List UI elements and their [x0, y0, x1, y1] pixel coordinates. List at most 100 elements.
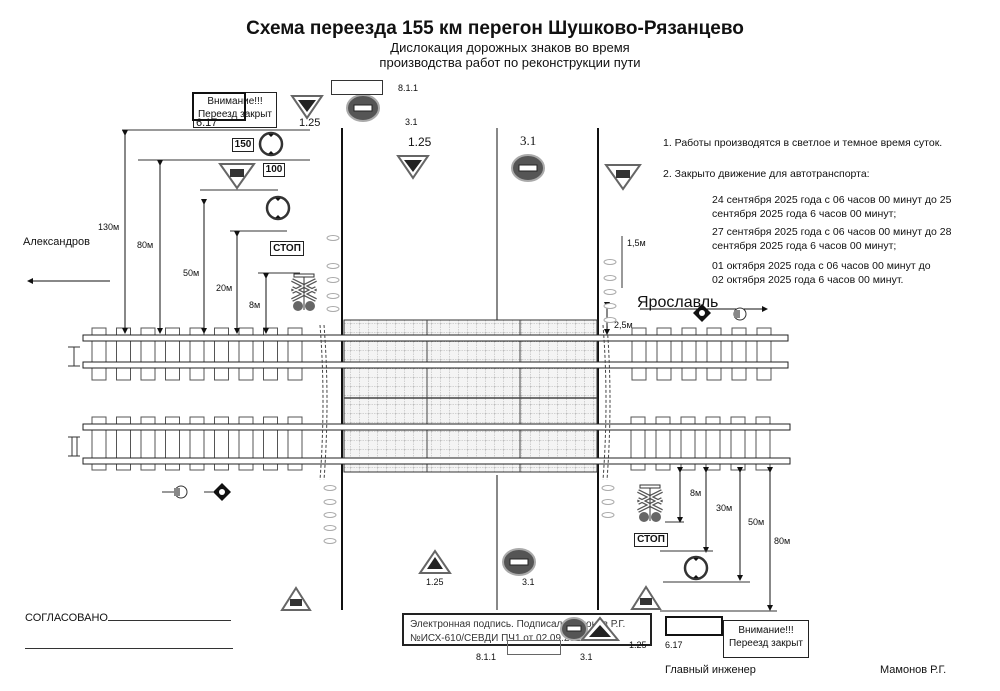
train-crossing-sign-icon	[631, 586, 661, 610]
diamond-marker-icon	[693, 304, 711, 322]
delineator-posts	[323, 235, 617, 544]
clearance-label: 2,5м	[614, 320, 633, 330]
note-1: 1. Работы производятся в светлое и темно…	[663, 137, 943, 149]
sign-code-6-17: 6.17	[196, 117, 218, 129]
distance-label: 8м	[690, 488, 702, 498]
roadwork-sign-icon	[419, 550, 451, 574]
delineator-post	[323, 538, 337, 544]
diamond-marker-icon	[204, 483, 231, 501]
sign-code-1-25: 1.25	[629, 640, 647, 650]
delineator-post	[326, 277, 340, 283]
delineator-post	[326, 235, 340, 241]
sign-code-3-1: 3.1	[522, 577, 535, 587]
distance-label: 50м	[183, 268, 200, 278]
sign-code-8-1-1: 8.1.1	[476, 652, 497, 662]
delineator-post	[323, 512, 337, 518]
roadwork-sign-icon	[291, 95, 323, 119]
delineator-post	[601, 485, 615, 491]
sign-code-1-25: 1.25	[299, 117, 321, 129]
warning-line1: Внимание!!!	[738, 625, 794, 636]
subtitle-line1: Дислокация дорожных знаков во время	[390, 40, 630, 55]
distance-label: 80м	[137, 240, 154, 250]
delineator-post	[323, 525, 337, 531]
sign-8-1-1-plate	[331, 80, 383, 95]
delineator-post	[323, 485, 337, 491]
warning-line1: Внимание!!!	[207, 96, 263, 107]
delineator-post	[601, 512, 615, 518]
approved-text: СОГЛАСОВАНО	[25, 612, 108, 624]
stop-sign: СТОП	[634, 533, 668, 547]
delineator-post	[326, 263, 340, 269]
roadwork-sign-icon	[397, 155, 429, 179]
warning-line2: Переезд закрыт	[728, 638, 804, 649]
signer-name: Мамонов Р.Г.	[880, 664, 947, 676]
crossing-signal-icon	[636, 483, 664, 524]
overlay-signs	[560, 616, 620, 641]
spacing-label: 1,5м	[627, 238, 646, 248]
delineator-post	[603, 303, 617, 309]
height-limit-sign-icon	[258, 131, 284, 157]
distance-label: 50м	[748, 517, 765, 527]
height-limit-sign-icon	[683, 555, 709, 581]
sign-6-17-frame	[665, 616, 723, 636]
stop-sign: СТОП	[270, 241, 304, 256]
period-line: 02 октября 2025 года 6 часов 00 минут.	[712, 274, 904, 286]
rail-track-1-top	[82, 334, 789, 342]
rail-track-2-top	[82, 423, 791, 431]
crossing-signal-icon	[290, 272, 318, 313]
warning-line2: Переезд закрыт	[197, 109, 273, 120]
crossing-deck	[343, 319, 598, 473]
sign-6-17-frame	[192, 92, 246, 121]
delineator-post	[323, 499, 337, 505]
sign-code-3-1: 3.1	[520, 133, 537, 148]
delineator-post	[603, 259, 617, 265]
delineator-post	[603, 289, 617, 295]
sign-code-3-1: 3.1	[405, 117, 418, 127]
sign-code-8-1-1: 8.1.1	[398, 83, 419, 93]
approved-label: СОГЛАСОВАНО	[25, 612, 231, 624]
no-entry-sign-icon	[511, 154, 545, 182]
distance-label: 30м	[716, 503, 733, 513]
delineator-post	[603, 317, 617, 323]
period-line: 27 сентября 2025 года с 06 часов 00 мину…	[712, 226, 952, 238]
period-line: 24 сентября 2025 года с 06 часов 00 мину…	[712, 194, 952, 206]
stamp-line1: Электронная подпись. Подписал Мамонов Р.…	[410, 619, 626, 630]
delineator-post	[603, 275, 617, 281]
no-entry-sign-icon	[502, 548, 536, 576]
delineator-post	[326, 306, 340, 312]
train-crossing-sign-icon	[281, 587, 311, 611]
page-title: Схема переезда 155 км перегон Шушково-Ря…	[246, 18, 744, 39]
distance-label: 20м	[216, 283, 233, 293]
direction-label-left: Александров	[23, 236, 90, 248]
period-2: 27 сентября 2025 года с 06 часов 00 мину…	[712, 225, 951, 253]
period-1: 24 сентября 2025 года с 06 часов 00 мину…	[712, 193, 951, 221]
period-line: 01 октября 2025 года с 06 часов 00 минут…	[712, 260, 931, 272]
distance-label: 80м	[774, 536, 791, 546]
height-limit-sign-icon	[265, 195, 291, 221]
position-label: Главный инженер	[665, 664, 756, 676]
train-crossing-sign-icon	[219, 163, 255, 189]
sign-8-1-1-plate	[507, 640, 561, 655]
period-line: сентября 2025 года 6 часов 00 минут;	[712, 208, 897, 220]
train-crossing-sign-icon	[605, 164, 641, 190]
period-3: 01 октября 2025 года с 06 часов 00 минут…	[712, 259, 931, 287]
delineator-post	[601, 499, 615, 505]
sign-code-1-25: 1.25	[426, 577, 444, 587]
distance-label: 8м	[249, 300, 261, 310]
distance-plate-100: 100	[263, 163, 285, 177]
note-2: 2. Закрыто движение для автотранспорта:	[663, 168, 870, 180]
period-line: сентября 2025 года 6 часов 00 минут;	[712, 240, 897, 252]
direction-label-right: Ярославль	[637, 294, 719, 311]
distance-label: 130м	[98, 222, 120, 232]
sign-code-3-1: 3.1	[580, 652, 593, 662]
rail-track-1-bottom	[82, 361, 789, 369]
rail-track-2-bottom	[82, 457, 791, 465]
warning-box-bottom: Внимание!!! Переезд закрыт	[723, 620, 809, 658]
sign-code-6-17: 6.17	[665, 640, 683, 650]
delineator-post	[326, 293, 340, 299]
no-entry-sign-icon	[346, 94, 380, 122]
sign-code-1-25: 1.25	[408, 135, 432, 149]
lamp-icon	[162, 485, 188, 499]
stamp-line2: №ИСХ-610/СЕВДИ ПЧ1 от 02.09.2025	[410, 633, 587, 644]
